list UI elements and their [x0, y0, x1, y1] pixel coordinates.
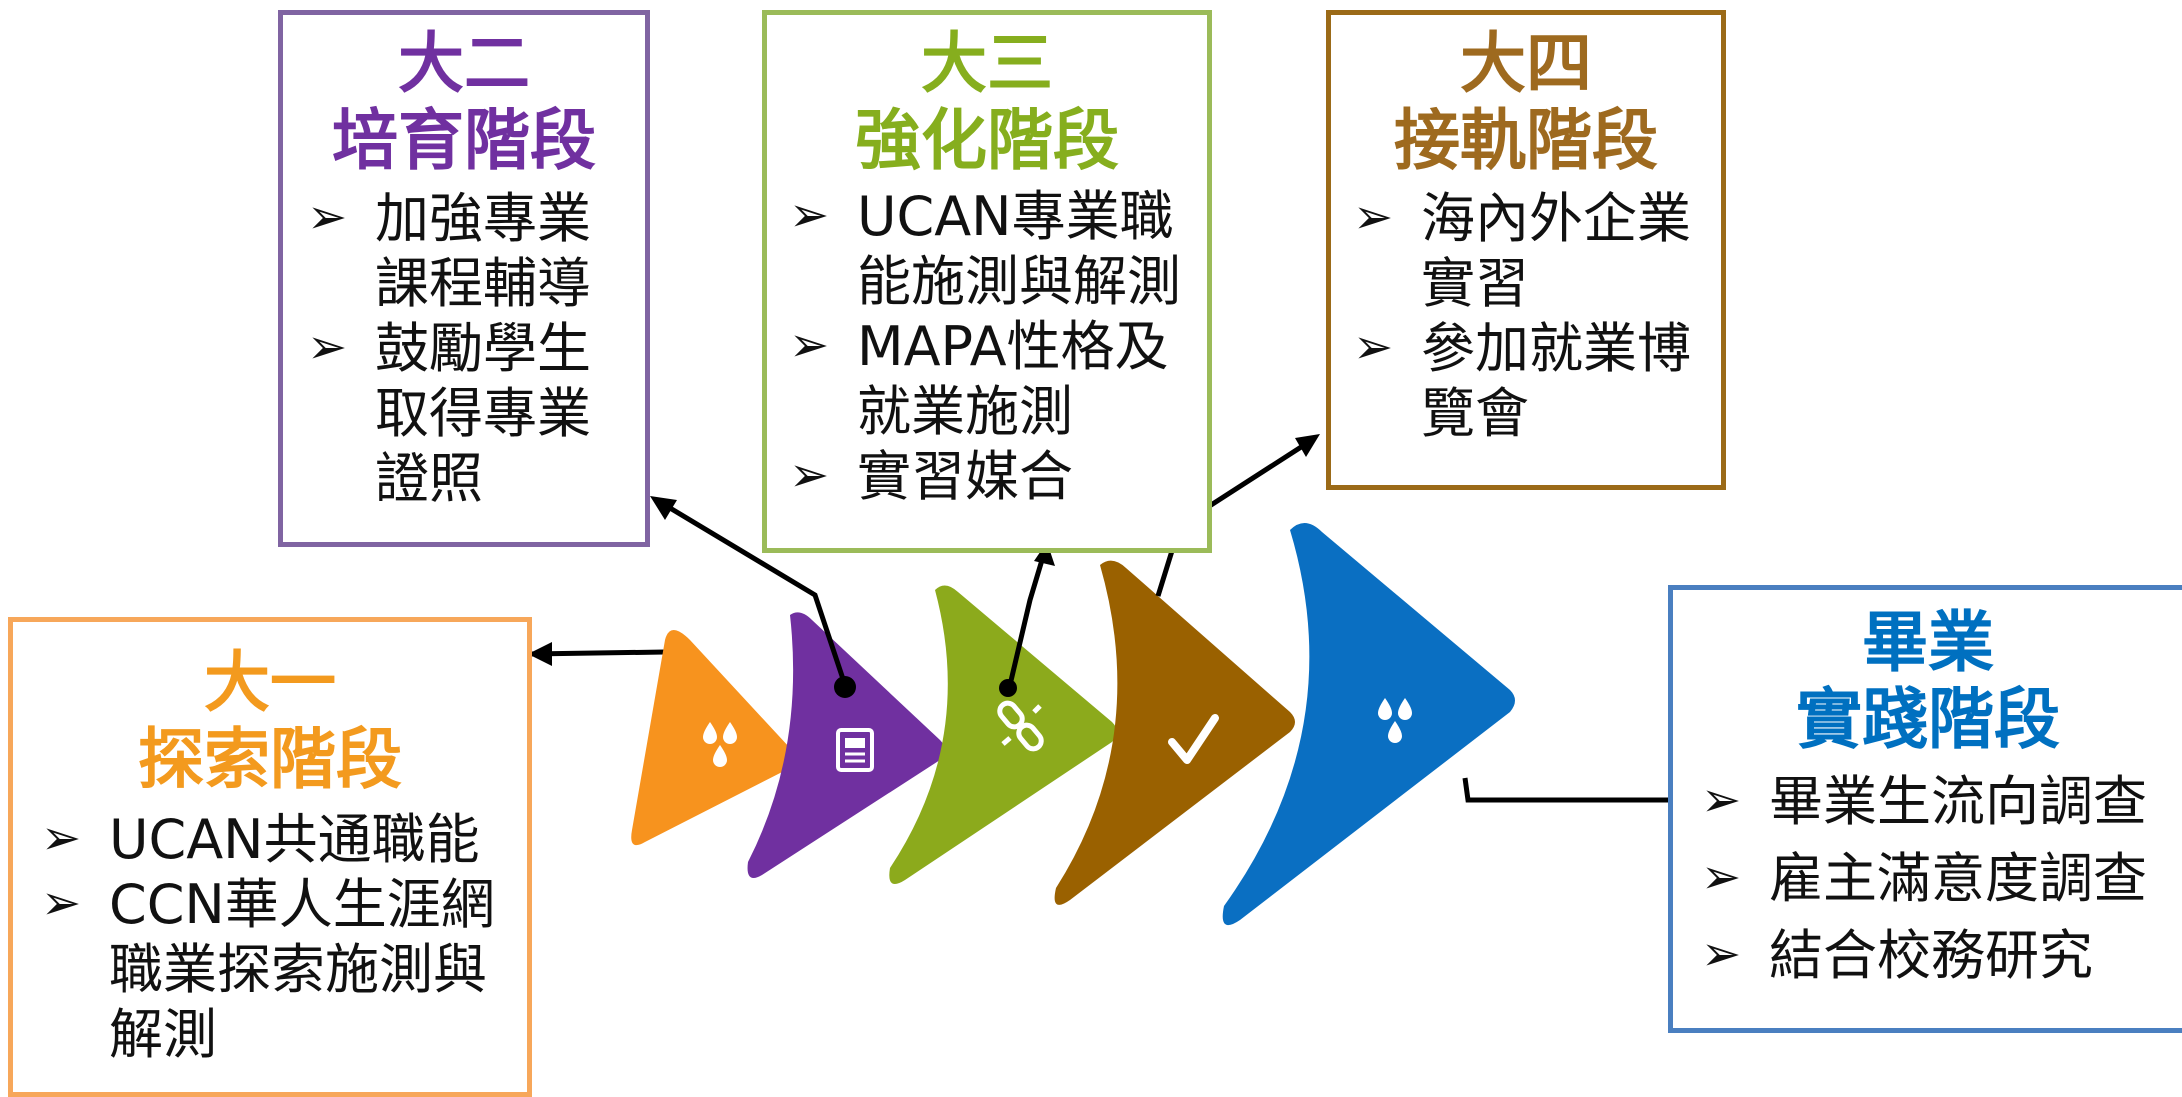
- list-item-text: CCN華人生涯網職業探索施測與解測: [109, 873, 495, 1066]
- bullet-arrow-icon: ➢: [1353, 319, 1394, 376]
- bullet-arrow-icon: ➢: [41, 810, 82, 867]
- stage-phase-label: 強化階段: [855, 102, 1119, 180]
- chevron-year3-shape: [889, 585, 1117, 884]
- connector-dot-year3: [999, 679, 1017, 697]
- stage-items-graduation: ➢ 畢業生流向調查 ➢ 雇主滿意度調查 ➢ 結合校務研究: [1673, 764, 2182, 994]
- chevron-graduation: [1222, 522, 1515, 926]
- list-item-text: 實習媒合: [857, 444, 1073, 508]
- arrowhead-year4: [1295, 434, 1320, 457]
- bullet-arrow-icon: ➢: [307, 189, 348, 246]
- stage-items-year1: ➢ UCAN共通職能 ➢ CCN華人生涯網職業探索施測與解測: [13, 808, 527, 1067]
- link-icon: [997, 700, 1044, 752]
- stage-phase-label: 培育階段: [332, 102, 596, 180]
- stage-phase-label: 實踐階段: [1796, 681, 2060, 759]
- list-item-text: UCAN專業職能施測與解測: [857, 185, 1181, 314]
- bullet-arrow-icon: ➢: [1353, 189, 1394, 246]
- chevron-year2: [747, 612, 945, 879]
- stage-phase-label: 接軌階段: [1394, 102, 1658, 180]
- list-item-text: UCAN共通職能: [109, 808, 480, 872]
- chevron-year1: [631, 630, 795, 846]
- bullet-arrow-icon: ➢: [789, 187, 830, 244]
- stage-title-graduation: 畢業 實踐階段: [1673, 604, 2182, 758]
- list-item-text: 海內外企業實習: [1421, 187, 1691, 316]
- list-item-text: 鼓勵學生取得專業證照: [375, 317, 591, 510]
- connector-dot-year2: [834, 676, 856, 698]
- chevron-year4-shape: [1054, 560, 1295, 905]
- list-item: ➢ UCAN共通職能: [33, 808, 513, 873]
- list-item: ➢ 加強專業課程輔導: [299, 187, 635, 317]
- chevron-graduation-shape: [1222, 522, 1515, 926]
- stage-year-label: 大一: [204, 644, 336, 721]
- document-icon: [836, 728, 874, 772]
- stage-items-year3: ➢ UCAN專業職能施測與解測 ➢ MAPA性格及就業施測 ➢ 實習媒合: [767, 185, 1207, 509]
- stage-year-label: 大四: [1460, 25, 1592, 102]
- chevron-year4: [1054, 560, 1295, 905]
- list-item: ➢ 參加就業博覽會: [1345, 317, 1711, 447]
- list-item-text: 參加就業博覽會: [1421, 317, 1691, 445]
- list-item-text: 結合校務研究: [1769, 923, 2093, 987]
- stage-year-label: 畢業: [1862, 604, 1994, 681]
- list-item-text: 加強專業課程輔導: [375, 187, 591, 316]
- list-item-text: 畢業生流向調查: [1769, 770, 2147, 834]
- bullet-arrow-icon: ➢: [789, 317, 830, 374]
- chevron-year3: [889, 585, 1117, 884]
- bullet-arrow-icon: ➢: [789, 446, 830, 503]
- connector-year3: [1007, 549, 1048, 686]
- list-item-text: 雇主滿意度調查: [1769, 847, 2147, 911]
- stage-box-year1: 大一 探索階段 ➢ UCAN共通職能 ➢ CCN華人生涯網職業探索施測與解測: [8, 617, 532, 1097]
- bullet-arrow-icon: ➢: [1701, 849, 1742, 906]
- arrowhead-year2: [650, 496, 677, 520]
- list-item: ➢ 結合校務研究: [1693, 918, 2175, 995]
- stage-box-graduation: 畢業 實踐階段 ➢ 畢業生流向調查 ➢ 雇主滿意度調查 ➢ 結合校務研究: [1668, 585, 2182, 1033]
- droplets-icon: [703, 722, 737, 767]
- list-item: ➢ 海內外企業實習: [1345, 187, 1711, 317]
- list-item: ➢ 雇主滿意度調查: [1693, 841, 2175, 918]
- list-item-text: MAPA性格及就業施測: [857, 315, 1169, 443]
- stage-items-year2: ➢ 加強專業課程輔導 ➢ 鼓勵學生取得專業證照: [283, 187, 645, 511]
- connector-year2: [658, 499, 848, 686]
- stage-box-year3: 大三 強化階段 ➢ UCAN專業職能施測與解測 ➢ MAPA性格及就業施測 ➢ …: [762, 10, 1212, 553]
- arrowhead-year1: [528, 642, 552, 666]
- bullet-arrow-icon: ➢: [1701, 772, 1742, 829]
- bullet-arrow-icon: ➢: [41, 875, 82, 932]
- list-item: ➢ CCN華人生涯網職業探索施測與解測: [33, 873, 513, 1067]
- stage-phase-label: 探索階段: [138, 721, 402, 799]
- stage-title-year3: 大三 強化階段: [767, 25, 1207, 179]
- list-item: ➢ MAPA性格及就業施測: [781, 315, 1199, 445]
- list-item: ➢ 畢業生流向調查: [1693, 764, 2175, 841]
- droplets-icon: [1378, 698, 1412, 743]
- bullet-arrow-icon: ➢: [307, 319, 348, 376]
- stage-title-year2: 大二 培育階段: [283, 25, 645, 179]
- stage-items-year4: ➢ 海內外企業實習 ➢ 參加就業博覽會: [1331, 187, 1721, 446]
- list-item: ➢ 鼓勵學生取得專業證照: [299, 317, 635, 511]
- stage-year-label: 大二: [398, 25, 530, 102]
- stage-title-year4: 大四 接軌階段: [1331, 25, 1721, 179]
- connector-graduation: [1462, 777, 1670, 803]
- stage-box-year4: 大四 接軌階段 ➢ 海內外企業實習 ➢ 參加就業博覽會: [1326, 10, 1726, 490]
- connector-year1: [529, 649, 666, 657]
- bullet-arrow-icon: ➢: [1701, 925, 1742, 982]
- stage-box-year2: 大二 培育階段 ➢ 加強專業課程輔導 ➢ 鼓勵學生取得專業證照: [278, 10, 650, 547]
- stage-year-label: 大三: [921, 25, 1053, 102]
- list-item: ➢ 實習媒合: [781, 445, 1199, 510]
- stage-title-year1: 大一 探索階段: [13, 644, 527, 798]
- list-item: ➢ UCAN專業職能施測與解測: [781, 185, 1199, 315]
- arrowhead-year3: [1034, 542, 1055, 566]
- checkmark-icon: [1168, 714, 1219, 764]
